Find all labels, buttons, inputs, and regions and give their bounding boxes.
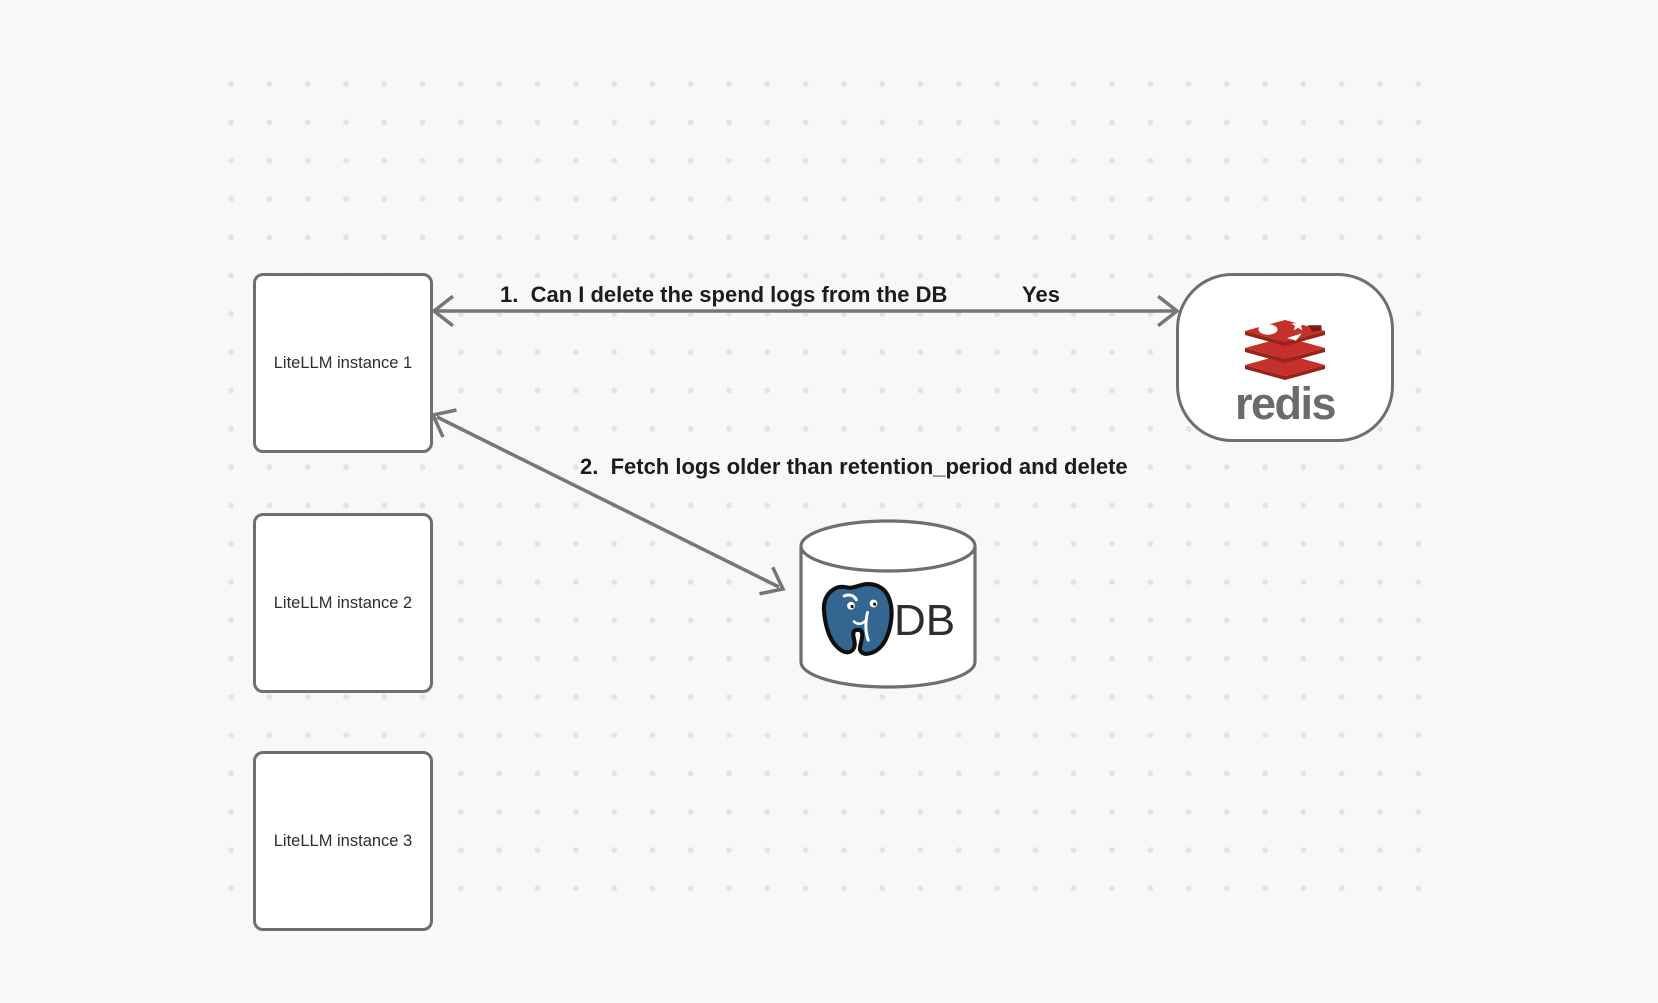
node-litellm-instance-1[interactable]: LiteLLM instance 1 — [253, 273, 433, 453]
node-label: LiteLLM instance 2 — [273, 593, 413, 612]
node-label: LiteLLM instance 3 — [273, 831, 413, 850]
edge-1-response-label[interactable]: Yes — [1022, 282, 1060, 307]
redis-wordmark: redis — [1234, 378, 1337, 429]
db-label: DB — [893, 596, 956, 645]
redis-stack-logo-icon — [1245, 319, 1325, 380]
edge-2-arrow[interactable] — [430, 408, 786, 596]
node-litellm-instance-2[interactable]: LiteLLM instance 2 — [253, 513, 433, 693]
db-node-content: DB — [799, 578, 977, 658]
edge-1-label[interactable]: 1. Can I delete the spend logs from the … — [500, 282, 948, 307]
postgresql-elephant-icon — [821, 581, 894, 656]
edge-1-arrow[interactable] — [431, 294, 1180, 328]
node-litellm-instance-3[interactable]: LiteLLM instance 3 — [253, 751, 433, 931]
node-label: LiteLLM instance 1 — [273, 353, 413, 372]
node-redis[interactable]: redis — [1176, 273, 1394, 442]
edge-2-label[interactable]: 2. Fetch logs older than retention_perio… — [580, 454, 1128, 479]
